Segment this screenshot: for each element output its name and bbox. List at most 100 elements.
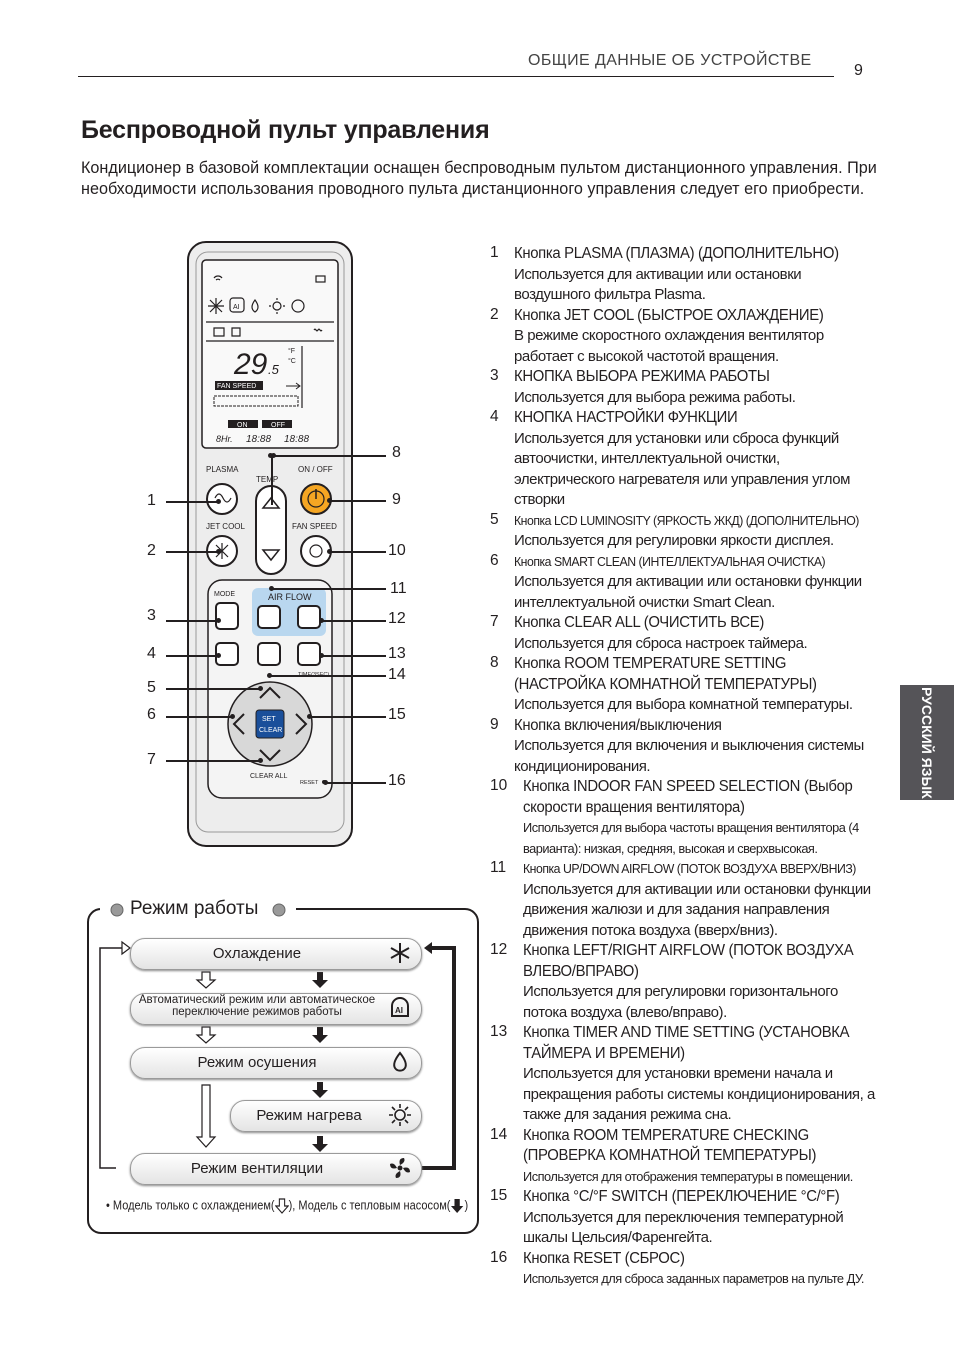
- mode-fan-label: Режим вентиляции: [190, 1160, 324, 1177]
- mode-auto-label: Автоматический режим или автоматическое …: [138, 994, 376, 1018]
- mode-heating-label: Режим нагрева: [256, 1107, 362, 1124]
- up-down-airflow-button: [257, 605, 281, 629]
- sun-icon: [389, 1104, 411, 1126]
- solid-down-arrow-icon: [312, 1082, 328, 1098]
- operating-modes-header: Режим работы: [100, 896, 297, 922]
- room-temp-check-button: [257, 642, 281, 666]
- callout-3: 3: [147, 607, 156, 624]
- mode-cooling: [130, 938, 422, 970]
- up-arrow-icon: [259, 686, 281, 699]
- left-arrow-icon: [232, 713, 245, 735]
- button-description-list: 1 Кнопка PLASMA (ПЛАЗМА) (ДОПОЛНИТЕЛЬНО)…: [490, 244, 880, 1290]
- callout-4: 4: [147, 645, 156, 662]
- left-right-airflow-button: [297, 605, 321, 629]
- list-item: 8 Кнопка ROOM TEMPERATURE SETTING (НАСТР…: [490, 654, 853, 713]
- mode-auto: [130, 993, 422, 1025]
- lcd-time-off: 18:88: [284, 434, 309, 445]
- mode-dehumidify: [130, 1047, 422, 1079]
- callout-12-leader: [319, 618, 386, 623]
- callout-3-leader: [166, 618, 221, 623]
- outline-down-arrow-icon: [195, 1026, 217, 1044]
- language-side-tab: РУССКИЙ ЯЗЫК: [900, 685, 954, 800]
- bullet-dot-icon: [110, 903, 124, 917]
- list-item: 7 Кнопка CLEAR ALL (ОЧИСТИТЬ ВСЕ)Использ…: [490, 613, 808, 652]
- outline-arrow-icon: [121, 940, 131, 956]
- callout-6: 6: [147, 706, 156, 723]
- solid-down-arrow-icon: [312, 1027, 328, 1043]
- callout-16-leader: [323, 780, 386, 785]
- callout-6-leader: [166, 714, 235, 719]
- list-item: 12 Кнопка LEFT/RIGHT AIRFLOW (ПОТОК ВОЗД…: [490, 941, 854, 1021]
- callout-14-leader: [267, 673, 386, 678]
- callout-7: 7: [147, 751, 156, 768]
- outline-down-arrow-icon: [195, 971, 217, 989]
- temp-label: TEMP: [256, 475, 278, 484]
- callout-11-leader: [269, 586, 386, 591]
- right-arrow-icon: [295, 713, 308, 735]
- fan-icon: [390, 1158, 410, 1178]
- lcd-time-on: 18:88: [246, 434, 271, 445]
- outline-down-arrow-icon: [274, 1198, 290, 1214]
- intro-paragraph: Кондиционер в базовой комплектации оснащ…: [81, 159, 877, 198]
- operating-modes-title: Режим работы: [130, 898, 259, 919]
- mode-cooling-label: Охлаждение: [212, 945, 302, 962]
- fan-speed-label: FAN SPEED: [292, 522, 337, 531]
- lcd-on: ON: [237, 422, 248, 429]
- callout-7-leader: [166, 758, 263, 763]
- lcd-temperature-decimal: .5: [268, 362, 280, 377]
- set-label: SET: [262, 716, 276, 723]
- reset-label: RESET: [300, 780, 319, 786]
- callout-8-leader: [268, 453, 386, 458]
- callout-10-leader: [327, 549, 386, 554]
- remote-control-illustration: AI 29 .5 °F °C FAN SPEED ON OFF 8Hr. 18:…: [187, 241, 353, 847]
- page-title: Беспроводной пульт управления: [81, 116, 490, 144]
- mode-flow-arrows: [99, 940, 456, 1170]
- callout-9-leader: [327, 498, 386, 503]
- outline-long-down-arrow-icon: [195, 1084, 217, 1148]
- header-rule: [78, 76, 834, 77]
- list-item: 1 Кнопка PLASMA (ПЛАЗМА) (ДОПОЛНИТЕЛЬНО)…: [490, 244, 839, 303]
- mode-fan: [130, 1153, 422, 1185]
- mode-button: [215, 602, 239, 630]
- svg-text:AI: AI: [233, 304, 240, 311]
- lcd-temperature: 29: [233, 348, 268, 381]
- callout-10: 10: [388, 542, 406, 559]
- mode-label: MODE: [214, 591, 235, 598]
- list-item: 11 Кнопка UP/DOWN AIRFLOW (ПОТОК ВОЗДУХА…: [490, 859, 871, 939]
- list-item: 6 Кнопка SMART CLEAN (ИНТЕЛЛЕКТУАЛЬНАЯ О…: [490, 551, 862, 611]
- list-item: 16 Кнопка RESET (СБРОС)Используется для …: [490, 1248, 864, 1287]
- clear-label: CLEAR: [259, 727, 282, 734]
- section-header: ОБЩИЕ ДАННЫЕ ОБ УСТРОЙСТВЕ: [528, 52, 812, 69]
- jet-cool-label: JET COOL: [206, 522, 246, 531]
- callout-2-leader: [166, 549, 221, 554]
- plasma-button: [206, 483, 238, 515]
- timer-button: [297, 642, 321, 666]
- callout-9: 9: [392, 491, 401, 508]
- page-number: 9: [854, 62, 863, 79]
- lcd-hours: 8Hr.: [216, 434, 233, 444]
- list-item: 5 Кнопка LCD LUMINOSITY (ЯРКОСТЬ ЖКД) (Д…: [490, 510, 859, 550]
- callout-1-leader: [166, 499, 221, 504]
- solid-arrow-icon: [424, 942, 432, 954]
- mode-dehumidify-label: Режим осушения: [197, 1054, 317, 1071]
- lcd-off: OFF: [271, 422, 285, 429]
- list-item: 10 Кнопка INDOOR FAN SPEED SELECTION (Вы…: [490, 777, 859, 856]
- lcd-screen: [201, 259, 339, 449]
- plasma-label: PLASMA: [206, 465, 239, 474]
- callout-16: 16: [388, 772, 406, 789]
- callout-12: 12: [388, 610, 406, 627]
- list-item: 14 Кнопка ROOM TEMPERATURE CHECKING (ПРО…: [490, 1125, 853, 1184]
- callout-14: 14: [388, 666, 406, 683]
- mode-legend-footnote: • Модель только с охлаждением(), Модель …: [106, 1198, 469, 1214]
- callout-5: 5: [147, 679, 156, 696]
- list-item: 2 Кнопка JET COOL (БЫСТРОЕ ОХЛАЖДЕНИЕ)В …: [490, 305, 824, 365]
- callout-2: 2: [147, 542, 156, 559]
- cool-only-loop-line: [99, 947, 122, 1169]
- callout-11: 11: [390, 580, 407, 597]
- solid-down-arrow-icon: [312, 972, 328, 988]
- callout-13: 13: [388, 645, 406, 662]
- lcd-fan-speed-label: FAN SPEED: [217, 383, 256, 390]
- solid-down-arrow-icon: [451, 1199, 464, 1213]
